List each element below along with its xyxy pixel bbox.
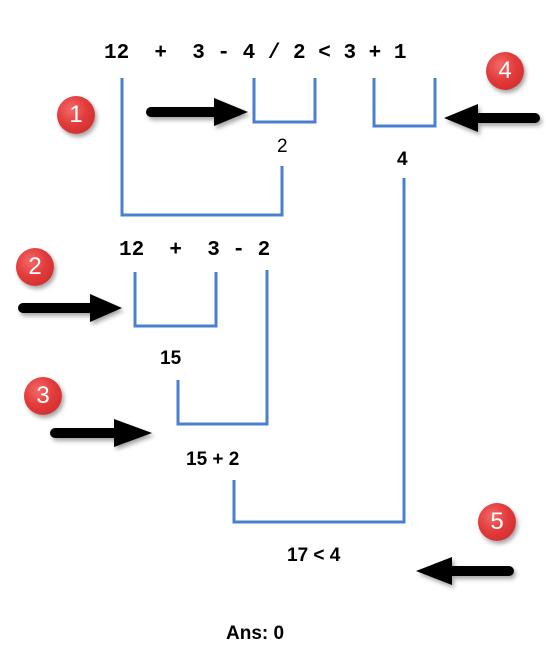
arrow-step-1 (146, 98, 248, 126)
step-badge-5: 5 (478, 503, 516, 541)
arrow-step-2 (18, 294, 122, 322)
step-badge-4: 4 (486, 52, 524, 90)
step-badge-1: 1 (57, 96, 95, 134)
result-step-4: 4 (397, 149, 408, 170)
result-step-2: 15 (160, 348, 182, 369)
arrow-step-3 (50, 419, 152, 447)
bracket-step-2 (133, 272, 218, 328)
expression-after-step-1: 12 + 3 - 2 (119, 239, 271, 262)
bracket-step-5 (232, 178, 406, 524)
expression-after-step-5: 17 < 4 (287, 545, 341, 566)
answer-label: Ans: 0 (226, 623, 285, 644)
bracket-step-3 (176, 270, 269, 426)
bracket-step-4 (372, 78, 437, 128)
connector-12-to-2 (120, 78, 284, 217)
result-step-1: 2 (277, 136, 288, 157)
original-expression: 12 + 3 - 4 / 2 < 3 + 1 (104, 42, 407, 65)
arrow-step-4 (444, 104, 540, 132)
bracket-step-1 (252, 78, 317, 124)
arrow-step-5 (416, 557, 514, 585)
step-badge-3: 3 (24, 377, 62, 415)
step-badge-2: 2 (16, 248, 54, 286)
expression-after-step-3: 15 + 2 (186, 449, 240, 470)
